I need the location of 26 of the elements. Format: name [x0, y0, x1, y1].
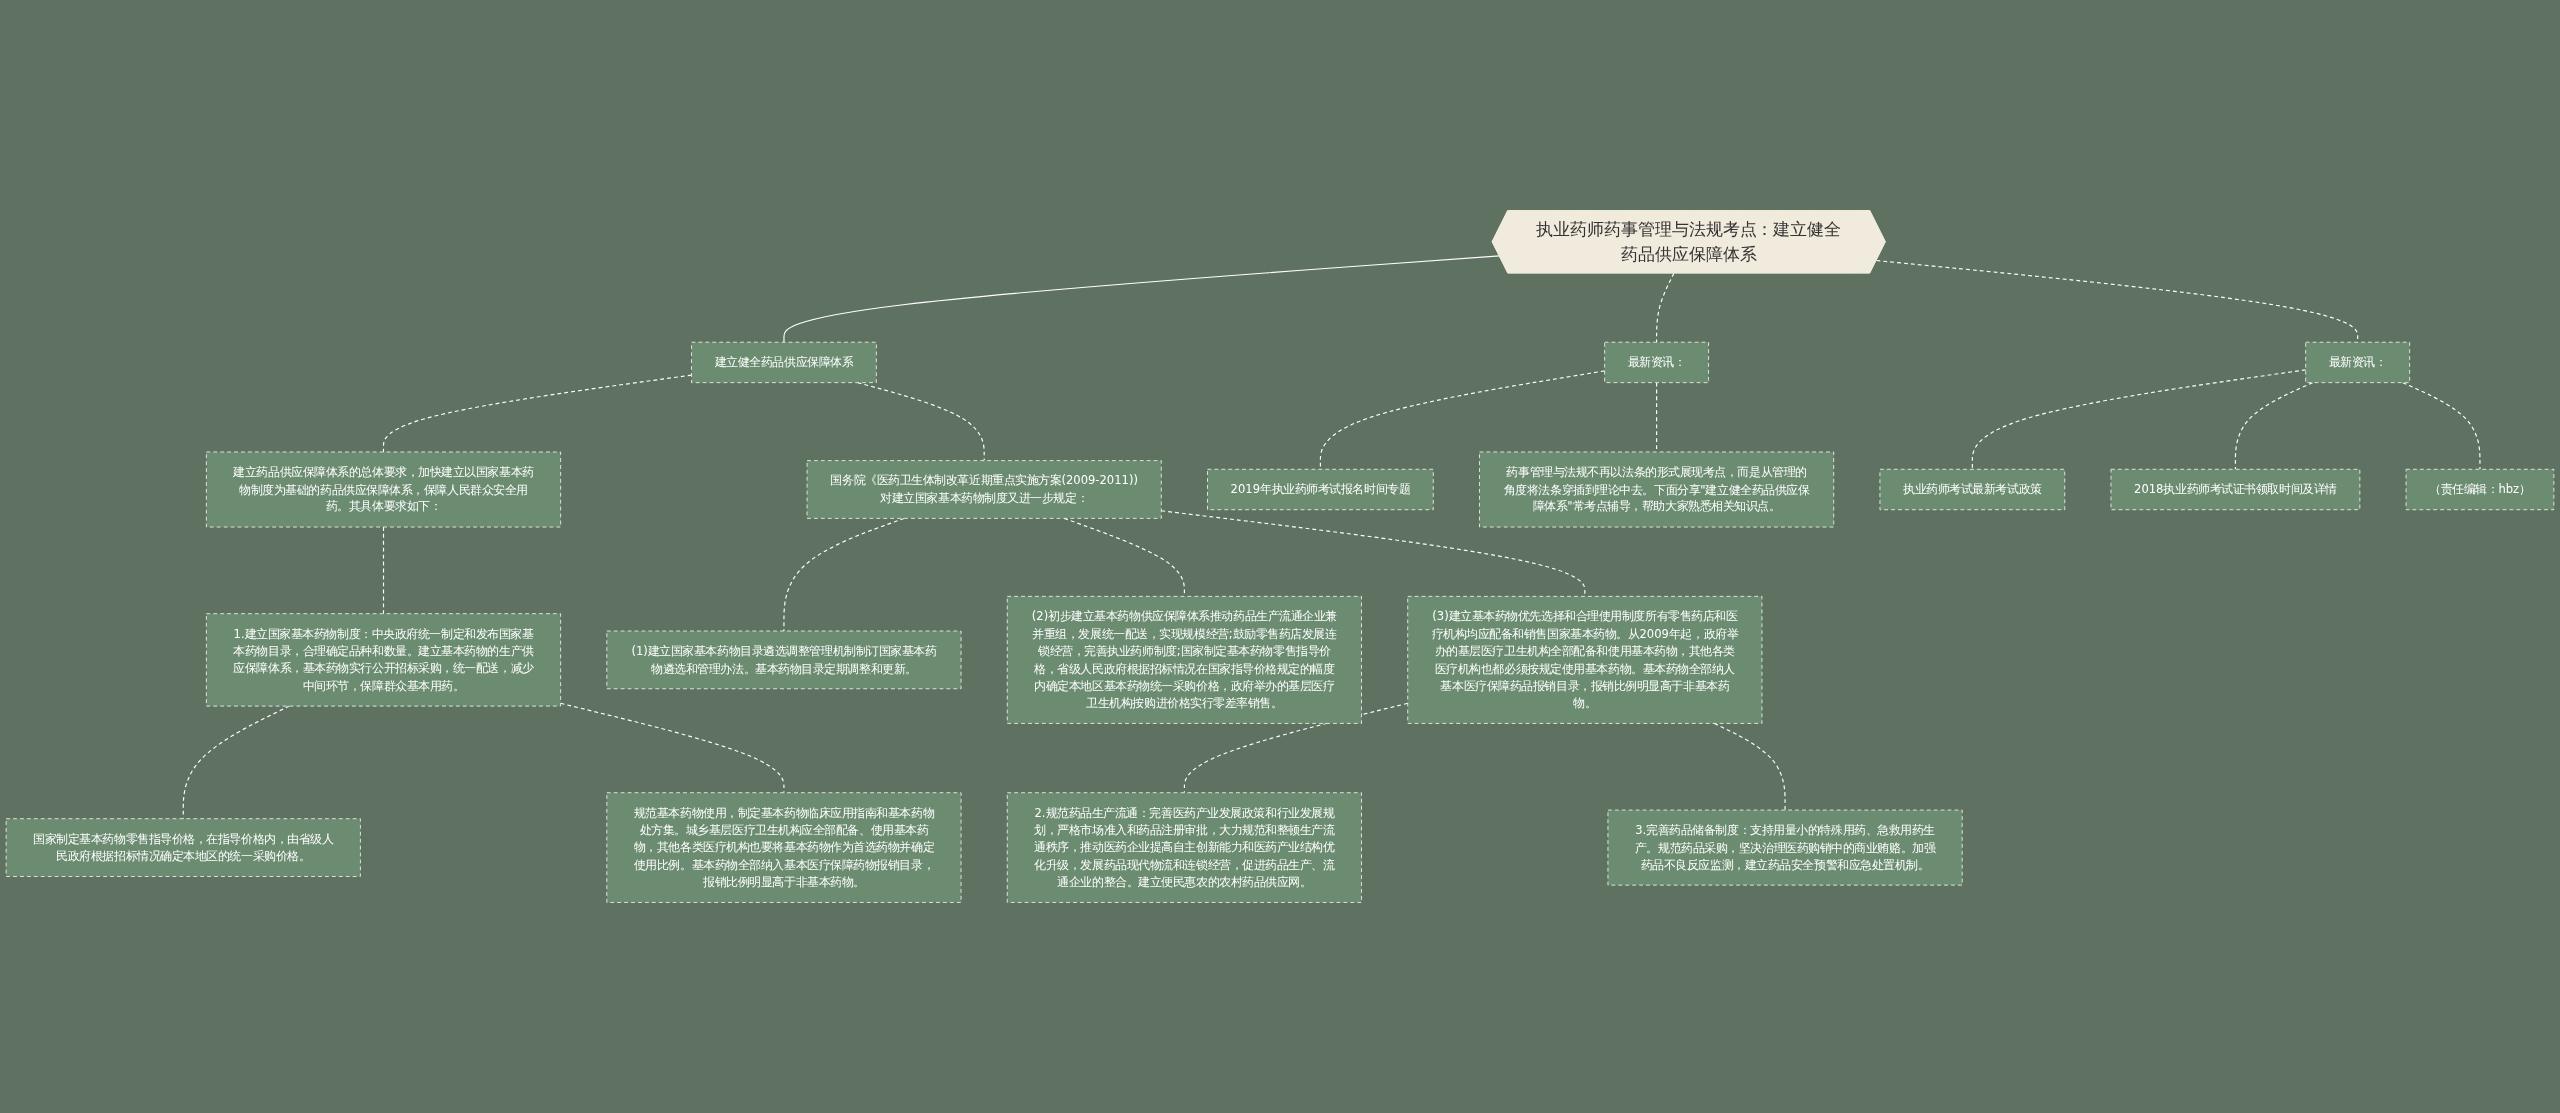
- node-box: 建立健全药品供应保障体系: [691, 341, 877, 384]
- connector: [2402, 382, 2481, 470]
- node-box: 2018执业药师考试证书领取时间及详情: [2110, 468, 2361, 511]
- node-box: 建立药品供应保障体系的总体要求，加快建立以国家基本药物制度为基础的药品供应保障体系，保障人民群众安全用药。其具体要求如下：: [206, 451, 561, 528]
- node-box: （责任编辑：hbz）: [2405, 468, 2555, 511]
- node-box: 2.规范药品生产流通：完善医药产业发展政策和行业发展规划，严格市场准入和药品注册审批，大力规范和整顿生产流通秩序，推动医药企业提高自主创新能力和医药产业结构优化升级，发展药品现代物流和连锁经营，促进药品生产、流通企业的整合。建立便民惠农的农村药品供应网。: [1006, 792, 1362, 903]
- connector: [1713, 722, 1786, 811]
- connector: [2234, 382, 2314, 470]
- node-box: 2019年执业药师考试报名时间专题: [1207, 468, 1434, 511]
- node-box: (3)建立基本药物优先选择和合理使用制度所有零售药店和医疗机构均应配备和销售国家基本药物。从2009年起，政府举办的基层医疗卫生机构全部配备和使用基本药物，其他各类医疗机构也都必须按规定使用基本药物。基本药物全部纳人基本医疗保障药品报销目录，报销比例明显高于非基本药物。: [1407, 595, 1763, 724]
- node-box: 最新资讯：: [2305, 341, 2411, 384]
- connector: [1319, 370, 1606, 470]
- node-box: 1.建立国家基本药物制度：中央政府统一制定和发布国家基本药物目录，合理确定品种和数量。建立基本药物的生产供应保障体系，基本药物实行公开招标采购，统一配送，减少中间环节，保障群众基本用药。: [206, 613, 561, 707]
- node-box: 国务院《医药卫生体制改革近期重点实施方案(2009-2011))对建立国家基本药物制度又进一步规定：: [806, 460, 1162, 519]
- node-box: 3.完善药品储备制度：支持用量小的特殊用药、急救用药生产。规范药品采购，坚决治理医药购销中的商业贿赂。加强药品不良反应监测，建立药品安全预警和应急处置机制。: [1607, 809, 1963, 886]
- node-box: 规范基本药物使用，制定基本药物临床应用指南和基本药物处方集。城乡基层医疗卫生机构应全部配备、使用基本药物，其他各类医疗机构也要将基本药物作为首选药物并确定使用比例。基本药物全部纳入基本医疗保障药物报销目录，报销比例明显高于非基本药物。: [606, 792, 962, 903]
- connector: [1160, 510, 1586, 597]
- node-box: (1)建立国家基本药物目录遴选调整管理机制制订国家基本药物遴选和管理办法。基本药物目录定期调整和更新。: [606, 630, 962, 690]
- node-box: (2)初步建立基本药物供应保障体系推动药品生产流通企业兼并重组，发展统一配送，实现规模经营;鼓励零售药店发展连锁经营，完善执业药师制度;国家制定基本药物零售指导价格，省级人民政府根据招标情况在国家指导价格规定的幅度内确定本地区基本药物统一采购价格，政府举办的基层医疗卫生机构按购进价格实行零差率销售。: [1006, 595, 1362, 724]
- node-box: 最新资讯：: [1604, 341, 1709, 384]
- node-box: 国家制定基本药物零售指导价格，在指导价格内，由省级人民政府根据招标情况确定本地区的统一采购价格。: [5, 818, 361, 877]
- connector: [382, 374, 693, 453]
- node-box: 药事管理与法规不再以法条的形式展现考点，而是从管理的角度将法条穿插到理论中去。下面分享"建立健全药品供应保障体系"常考点辅导，帮助大家熟悉相关知识点。: [1479, 451, 1835, 528]
- connector: [1971, 369, 2307, 470]
- node-box: 执业药师考试最新考试政策: [1879, 468, 2066, 511]
- connector: [382, 526, 385, 615]
